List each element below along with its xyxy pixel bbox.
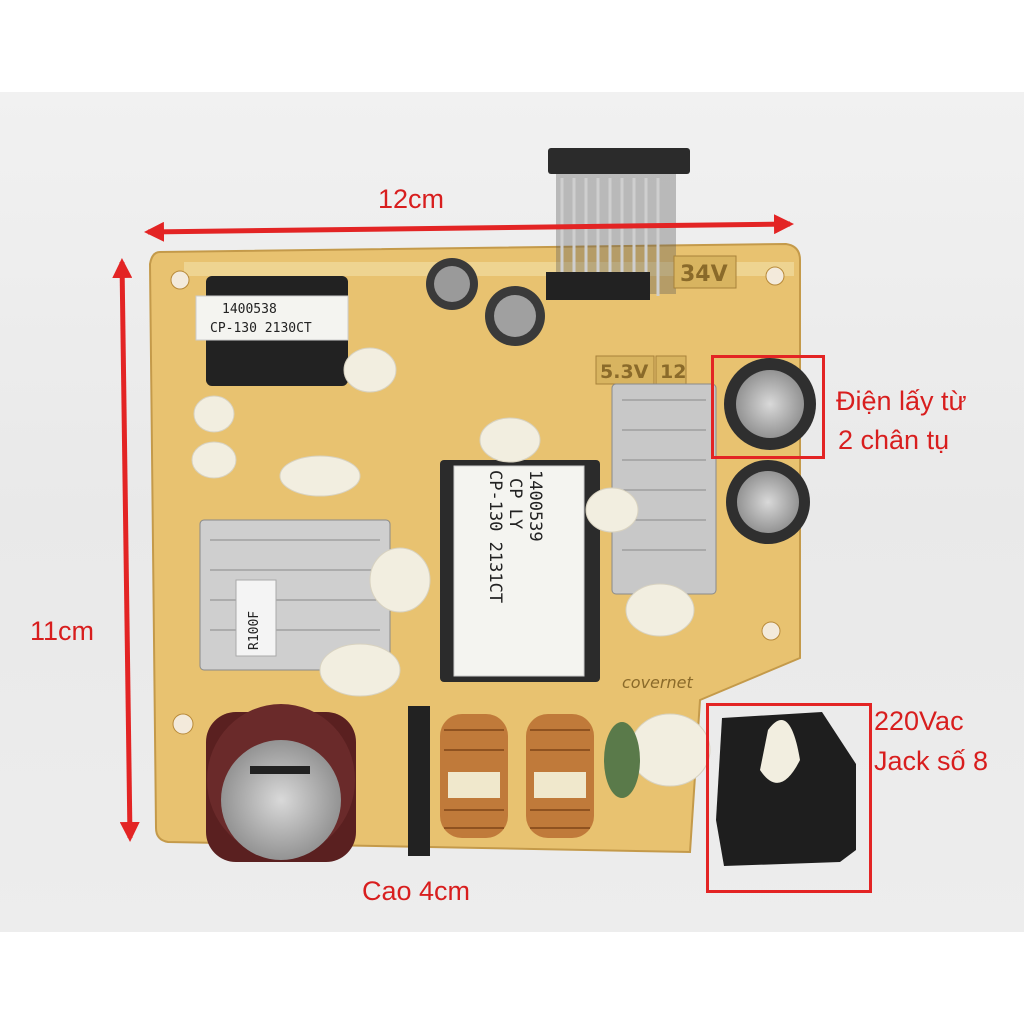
electrolytic-capacitor-output bbox=[724, 358, 816, 450]
resistor-r100f: R100F bbox=[235, 579, 277, 657]
small-transformer: 1400538 CP-130 2130CT bbox=[195, 276, 349, 386]
capacitor-highlight-box bbox=[711, 355, 825, 459]
capacitor-note-line2: 2 chân tụ bbox=[838, 425, 950, 455]
small-transformer-model: CP-130 2130CT bbox=[210, 321, 312, 336]
width-arrow bbox=[144, 214, 794, 242]
electrolytic-capacitor-small bbox=[485, 286, 545, 346]
maker-logo: covernet bbox=[622, 673, 693, 692]
electrolytic-capacitor-output bbox=[726, 460, 810, 544]
heatsink-right bbox=[611, 383, 717, 595]
width-label: 12cm bbox=[378, 184, 445, 214]
svg-text:12: 12 bbox=[660, 361, 686, 383]
small-transformer-code: 1400538 bbox=[222, 302, 277, 317]
x-capacitor bbox=[408, 706, 430, 856]
rail-label-34v: 34V bbox=[673, 255, 737, 289]
svg-text:34V: 34V bbox=[680, 262, 728, 287]
filter-choke bbox=[440, 714, 508, 838]
svg-text:R100F: R100F bbox=[247, 611, 262, 650]
filter-choke bbox=[526, 714, 594, 838]
depth-label: 11cm bbox=[30, 616, 95, 646]
jack-highlight-box bbox=[706, 703, 872, 893]
main-transformer: 1400539 CP LY CP-130 2131CT bbox=[440, 460, 600, 682]
electrolytic-capacitor-small bbox=[426, 258, 478, 310]
bulk-capacitor bbox=[206, 704, 356, 862]
svg-text:5.3V: 5.3V bbox=[600, 361, 649, 383]
ac-input-line2: Jack số 8 bbox=[874, 746, 989, 776]
depth-arrow bbox=[112, 258, 140, 842]
rail-label-5v3: 5.3V 12 bbox=[595, 355, 687, 385]
main-transformer-model: CP-130 2131CT bbox=[485, 470, 505, 603]
capacitor-note-line1: Điện lấy từ bbox=[836, 386, 967, 416]
silicone-glue bbox=[191, 347, 711, 787]
main-transformer-vendor: CP LY bbox=[505, 478, 525, 529]
varistor bbox=[604, 722, 640, 798]
main-transformer-code: 1400539 bbox=[525, 470, 545, 542]
ac-input-jack bbox=[716, 712, 856, 866]
ac-input-line1: 220Vac bbox=[874, 706, 964, 736]
height-label: Cao 4cm bbox=[362, 876, 471, 906]
